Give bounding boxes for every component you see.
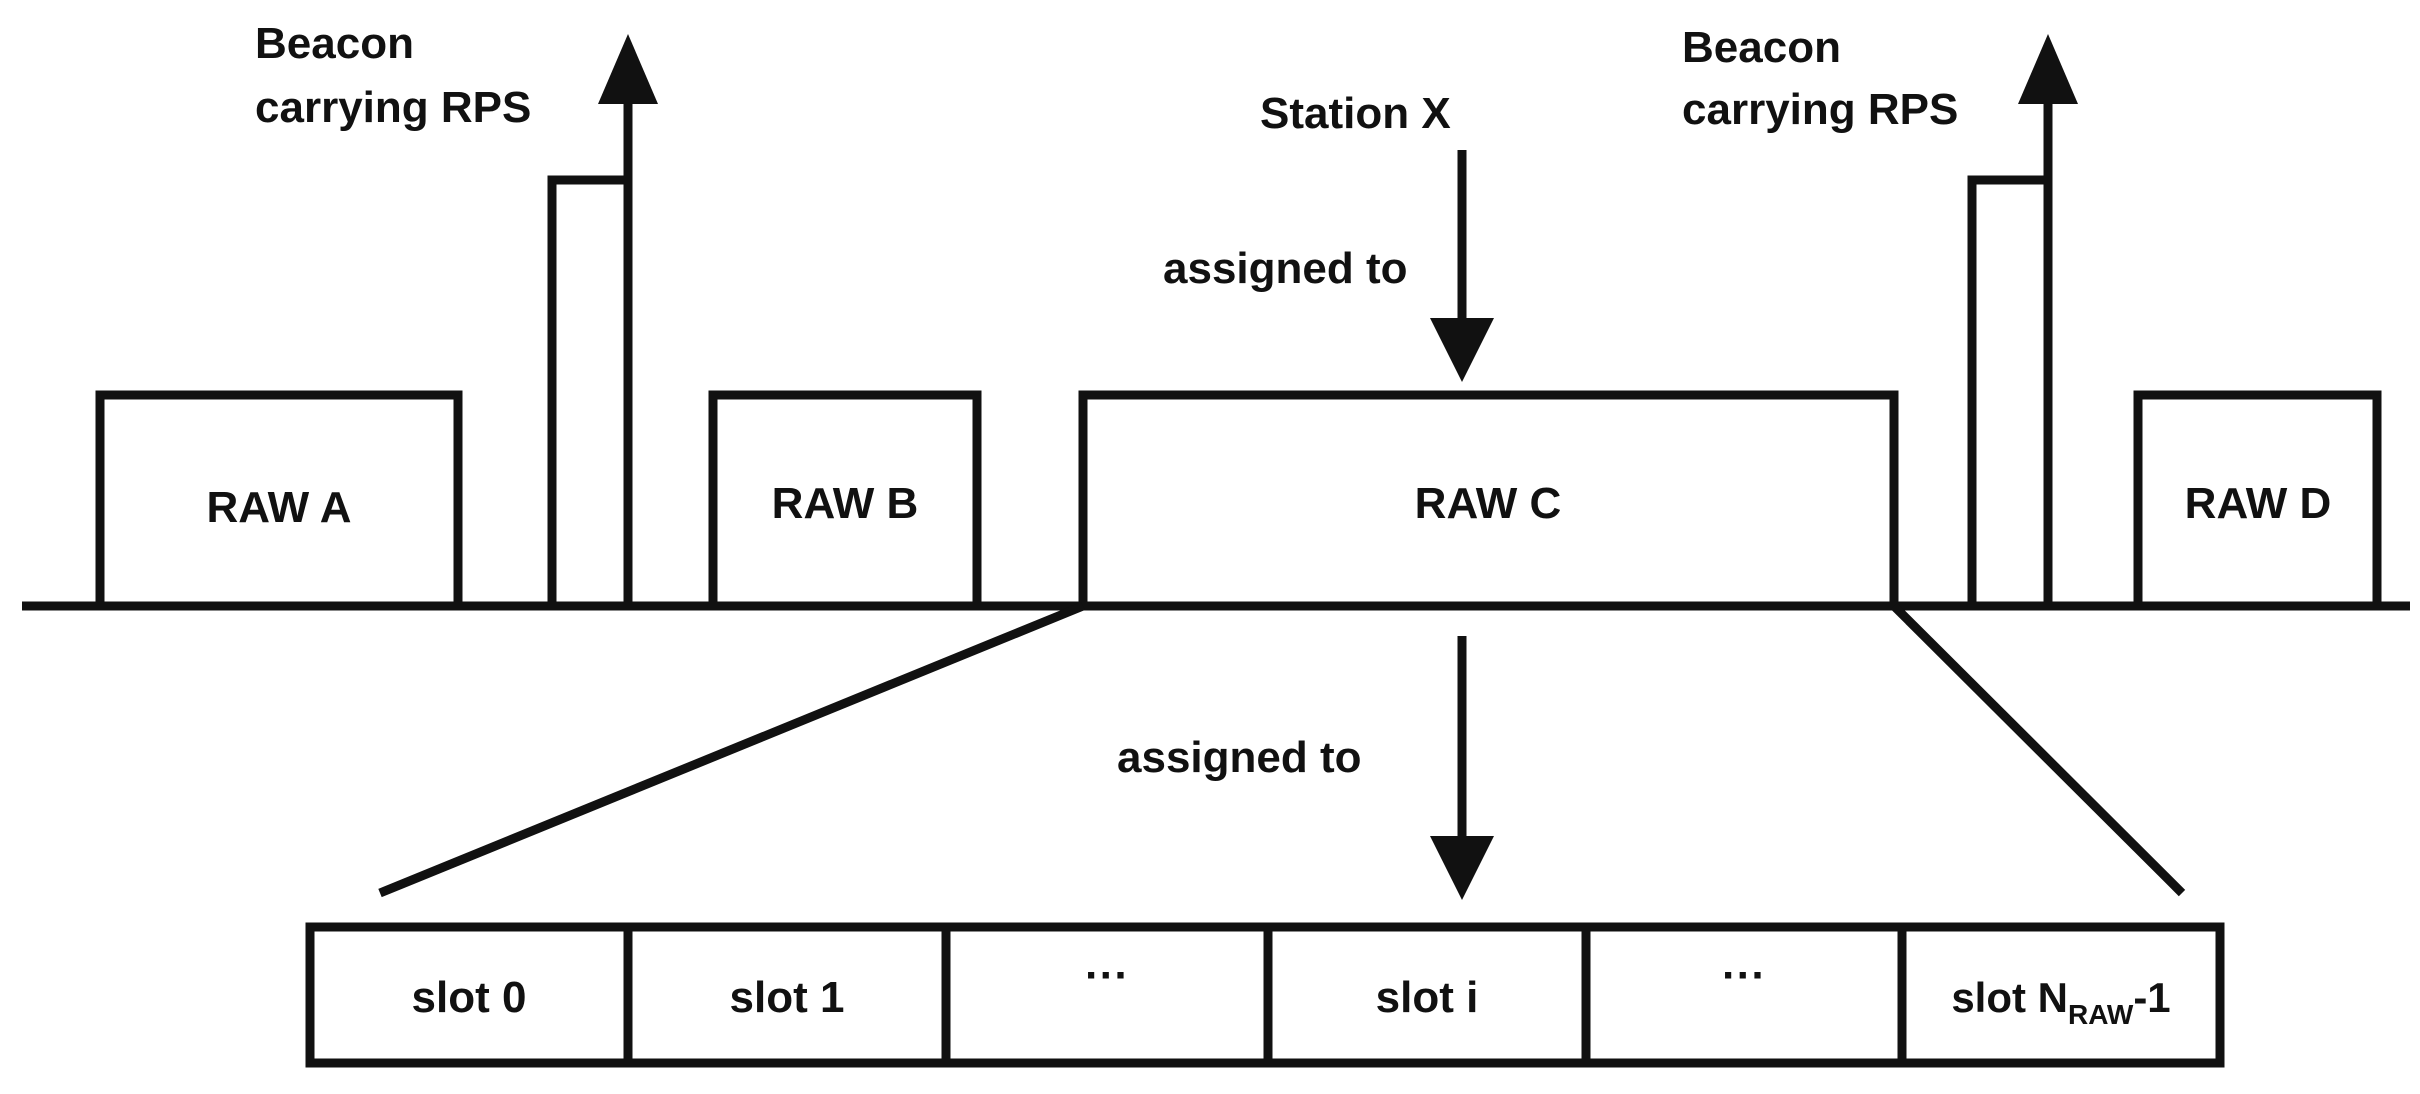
raw-b-block: RAW B (708, 390, 982, 611)
raw-d-label: RAW D (2185, 479, 2332, 528)
beacon-2: Beacon carrying RPS (1682, 23, 2078, 611)
beacon-1-line1: Beacon (255, 19, 414, 68)
beacon-1: Beacon carrying RPS (255, 19, 658, 611)
raw-a-label: RAW A (206, 483, 351, 532)
slot-0-label: slot 0 (412, 973, 527, 1022)
assigned-top-label: assigned to (1163, 244, 1408, 293)
arrow-down-icon (1430, 318, 1494, 382)
station-label: Station X (1260, 89, 1451, 138)
slot-assign-arrow: assigned to (1117, 636, 1494, 900)
slot-strip: slot 0 slot 1 ··· slot i ··· slot NRAW-1 (305, 922, 2225, 1068)
beacon-1-line2: carrying RPS (255, 83, 531, 132)
raw-c-block: RAW C (1078, 390, 1899, 611)
arrow-up-icon (2018, 34, 2078, 104)
slot-last-label: slot NRAW-1 (1951, 974, 2170, 1030)
station-arrow: Station X assigned to (1163, 89, 1494, 382)
zoom-line-right (1890, 602, 2186, 897)
slot-1-label: slot 1 (730, 973, 845, 1022)
raw-b-label: RAW B (772, 479, 919, 528)
slot-i-label: slot i (1376, 973, 1479, 1022)
raw-d-block: RAW D (2133, 390, 2382, 611)
arrow-up-icon (598, 34, 658, 104)
raw-c-label: RAW C (1415, 479, 1562, 528)
assigned-bottom-label: assigned to (1117, 733, 1362, 782)
raw-a-block: RAW A (95, 390, 463, 611)
zoom-line-left (378, 601, 1085, 898)
beacon-2-line2: carrying RPS (1682, 85, 1958, 134)
arrow-down-icon (1430, 836, 1494, 900)
beacon-2-line1: Beacon (1682, 23, 1841, 72)
ellipsis-2: ··· (1722, 951, 1766, 1000)
ellipsis-1: ··· (1085, 951, 1129, 1000)
